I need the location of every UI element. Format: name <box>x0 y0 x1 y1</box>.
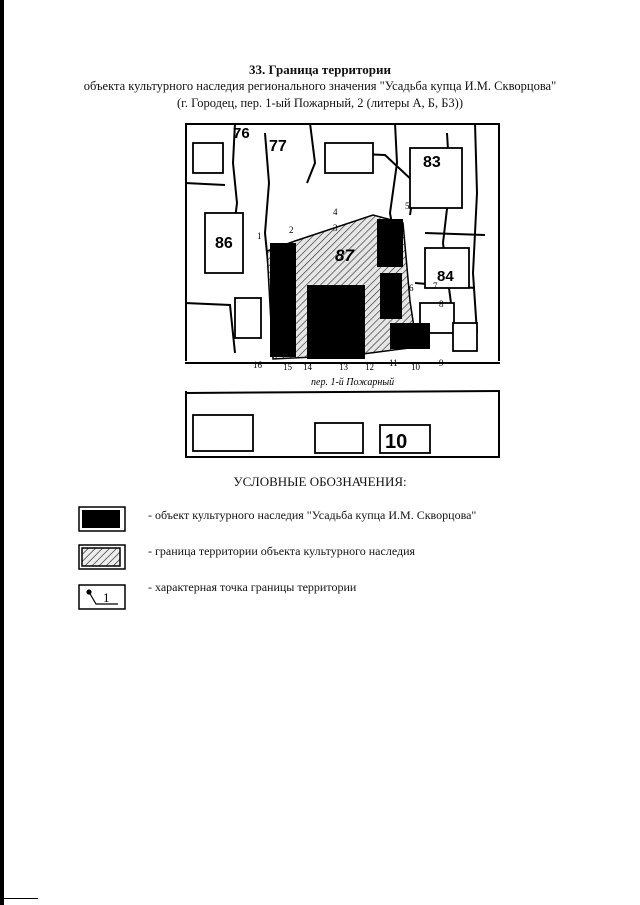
boundary-map: 76 77 86 87 83 84 10 пер. 1-й Пожарный 1… <box>185 123 500 458</box>
block-number-84: 84 <box>437 268 454 285</box>
point-label-4: 4 <box>333 207 338 217</box>
solid-black-rectangle-icon <box>78 506 126 532</box>
point-label-1: 1 <box>257 231 262 241</box>
point-label-14: 14 <box>303 362 313 372</box>
block-number-10: 10 <box>385 431 407 453</box>
map-lower-buildings <box>192 414 431 454</box>
heritage-objects <box>270 219 430 359</box>
point-marker-icon: 1 <box>78 584 126 610</box>
point-label-11: 11 <box>389 358 398 368</box>
page-address: (г. Городец, пер. 1-ый Пожарный, 2 (лите… <box>177 96 463 110</box>
page-corner-mark <box>0 898 38 899</box>
page-title: 33. Граница территории <box>249 62 391 77</box>
point-label-16: 16 <box>253 360 263 370</box>
legend-item-territory-boundary: - граница территории объекта культурного… <box>148 544 416 558</box>
point-label-9: 9 <box>439 358 444 368</box>
point-label-2: 2 <box>289 225 294 235</box>
point-label-8: 8 <box>439 299 444 309</box>
boundary-point-labels: 1 2 3 4 5 6 7 8 9 10 11 12 13 14 15 16 <box>253 201 444 372</box>
block-number-76: 76 <box>233 125 250 142</box>
block-number-77: 77 <box>269 138 287 155</box>
point-label-7: 7 <box>433 281 438 291</box>
point-label-3: 3 <box>333 223 338 233</box>
street-label: пер. 1-й Пожарный <box>311 377 394 388</box>
point-label-15: 15 <box>283 362 293 372</box>
point-label-5: 5 <box>405 201 410 211</box>
point-label-12: 12 <box>365 362 374 372</box>
point-label-13: 13 <box>339 362 349 372</box>
legend-item-boundary-point: - характерная точка границы территории <box>148 580 357 594</box>
block-number-86: 86 <box>215 235 233 252</box>
page-edge-rule <box>0 0 4 905</box>
legend-item-heritage-object: - объект культурного наследия "Усадьба к… <box>148 508 477 522</box>
block-number-87: 87 <box>335 246 355 265</box>
point-label-10: 10 <box>411 362 421 372</box>
page-subtitle: объекта культурного наследия регионально… <box>83 79 557 93</box>
block-number-83: 83 <box>423 154 441 171</box>
hatched-rectangle-icon <box>78 544 126 570</box>
point-marker-label: 1 <box>103 590 110 605</box>
legend-title: УСЛОВНЫЕ ОБОЗНАЧЕНИЯ: <box>233 474 407 489</box>
street-band <box>185 361 500 394</box>
point-label-6: 6 <box>409 283 414 293</box>
